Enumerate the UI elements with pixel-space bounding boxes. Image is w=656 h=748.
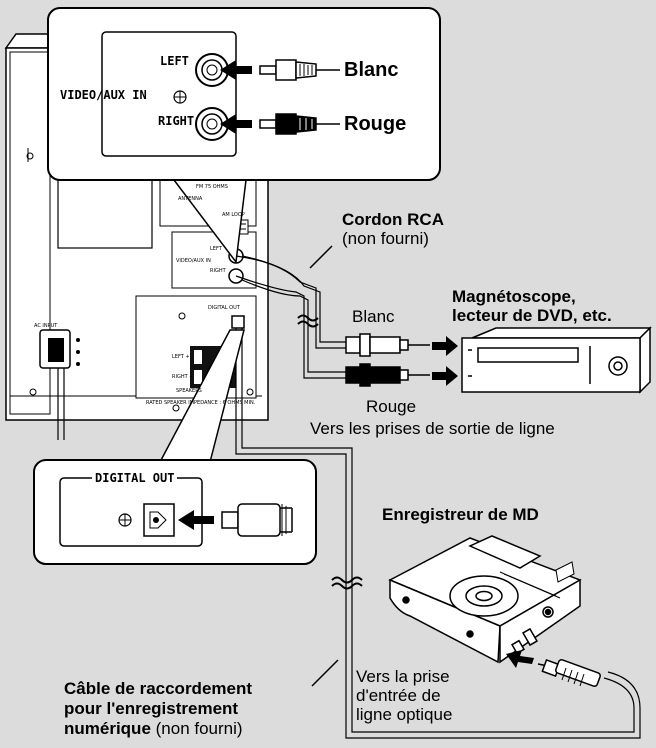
- inset-left-label: LEFT: [160, 54, 189, 68]
- vcr-title-line1: Magnétoscope,: [452, 287, 576, 306]
- md-optical-plug: [537, 658, 601, 688]
- panel-video-aux-label: VIDEO/AUX IN: [176, 258, 211, 264]
- arrow-to-vcr-white: [432, 336, 458, 356]
- md-recorder: [388, 535, 582, 664]
- panel-right-label: RIGHT: [210, 268, 226, 274]
- plug-rouge-label: Rouge: [366, 397, 417, 416]
- digital-out-inset: [33, 329, 317, 565]
- optical-cable: [235, 328, 641, 739]
- panel-ac-input-label: AC INPUT: [34, 323, 58, 329]
- panel-speaker-right-label: RIGHT +: [172, 374, 194, 380]
- cable-caption-line2: pour l'enregistrement: [64, 699, 239, 718]
- panel-antenna-label: ANTENNA: [178, 196, 203, 202]
- arrow-to-md: [506, 650, 534, 668]
- cordon-title: Cordon RCA: [342, 210, 444, 229]
- cordon-note: (non fourni): [342, 229, 429, 248]
- video-aux-inset: [47, 7, 441, 264]
- inset-video-aux-label: VIDEO/AUX IN: [60, 88, 147, 102]
- cable-caption-line3: numérique (non fourni): [64, 719, 243, 738]
- cable-caption-bold: numérique: [64, 719, 151, 738]
- inset-blanc-label: Blanc: [344, 59, 399, 81]
- arrow-to-vcr-red: [432, 366, 458, 386]
- md-input-line3: ligne optique: [356, 705, 453, 724]
- cable-caption-rest: (non fourni): [150, 719, 243, 738]
- panel-fm-label: FM 75 OHMS: [196, 184, 228, 190]
- rca-cable: [235, 245, 348, 379]
- panel-impedance-label: RATED SPEAKER IMPEDANCE : 6 OHMS MIN.: [146, 400, 256, 406]
- line-out-caption: Vers les prises de sortie de ligne: [310, 419, 555, 438]
- inset-right-label: RIGHT: [158, 114, 195, 128]
- md-input-line2: d'entrée de: [356, 686, 441, 705]
- vcr-device: [461, 326, 652, 394]
- inset-rouge-label: Rouge: [344, 113, 407, 135]
- panel-am-loop-label: AM LOOP: [222, 212, 245, 218]
- md-title: Enregistreur de MD: [382, 505, 539, 524]
- inset-digital-out-label: DIGITAL OUT: [92, 471, 178, 485]
- panel-speakers-label: SPEAKERS: [176, 388, 202, 394]
- plug-blanc-label: Blanc: [352, 307, 395, 326]
- panel-digital-out-label: DIGITAL OUT: [208, 305, 240, 311]
- md-input-line1: Vers la prise: [356, 667, 450, 686]
- panel-left-label: LEFT: [210, 246, 222, 252]
- vcr-title-line2: lecteur de DVD, etc.: [452, 306, 612, 325]
- panel-speaker-left-label: LEFT +: [172, 354, 190, 360]
- rca-plugs-vcr: [345, 333, 430, 387]
- cable-caption-line1: Câble de raccordement: [64, 679, 253, 698]
